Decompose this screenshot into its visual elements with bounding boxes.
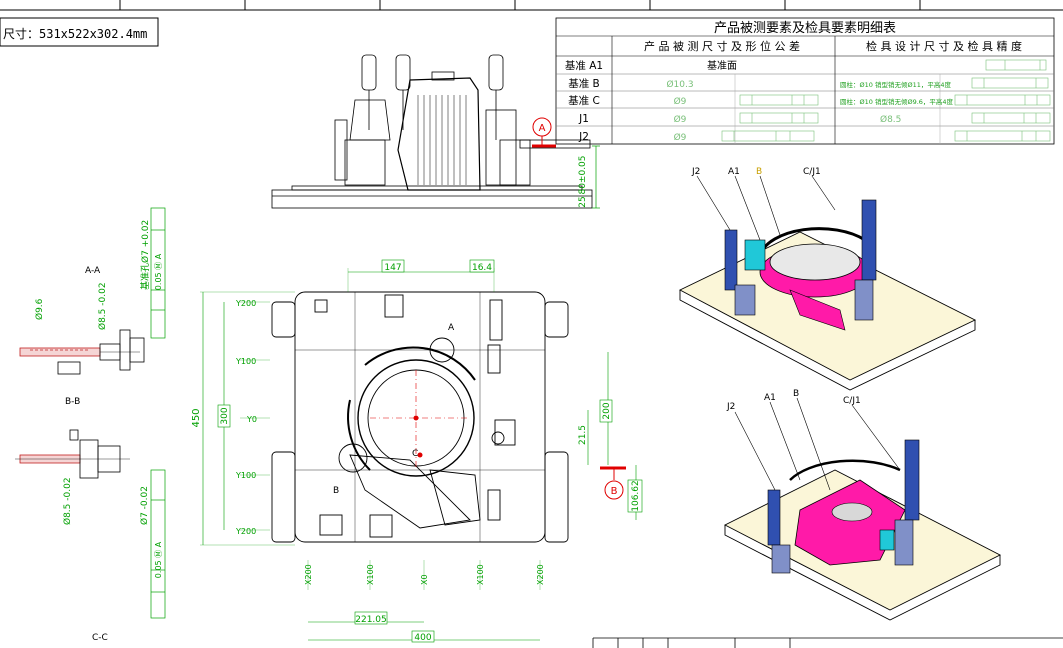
y0: Y0 bbox=[246, 415, 257, 424]
iso1-j2: J2 bbox=[691, 167, 700, 177]
table-title: 产品被测要素及检具要素明细表 bbox=[714, 21, 896, 36]
row-product: 基准面 bbox=[707, 59, 737, 72]
front-elevation-view bbox=[271, 54, 593, 209]
row-label: J2 bbox=[578, 131, 589, 143]
row-product: Ø9 bbox=[674, 132, 687, 143]
row-label: 基准 B bbox=[568, 77, 600, 90]
bb-tol-frame bbox=[150, 469, 166, 619]
dim-16-4: 16.4 bbox=[472, 263, 492, 273]
dim-300: 300 bbox=[220, 407, 230, 424]
iso2-a1: A1 bbox=[764, 393, 776, 403]
row-gauge: 圆柱：Ø10 销型销无倾Ø11，平高4度 bbox=[840, 80, 951, 89]
iso1-cj1: C/J1 bbox=[803, 167, 821, 177]
dim-147: 147 bbox=[384, 263, 401, 273]
plan-point-c bbox=[417, 452, 423, 458]
row-label: J1 bbox=[578, 113, 589, 125]
bb-d85: Ø8.5 -0.02 bbox=[62, 477, 73, 525]
plan-view bbox=[271, 291, 569, 543]
dim-106-box bbox=[627, 479, 643, 513]
mark-b: B bbox=[333, 486, 339, 496]
title-block-edge bbox=[592, 637, 1063, 648]
dim-106-62: 106.62 bbox=[631, 480, 641, 512]
row-gauge: Ø8.5 bbox=[880, 114, 901, 125]
label: B bbox=[611, 486, 618, 497]
aa-dim: 基准孔Ø7 +0.02 bbox=[139, 220, 151, 290]
iso2-j2: J2 bbox=[726, 402, 735, 412]
aa-d96: Ø9.6 bbox=[34, 298, 45, 320]
dim-221-05: 221.05 bbox=[355, 615, 387, 625]
x100-right: X100 bbox=[476, 564, 485, 585]
plan-center-point bbox=[413, 415, 419, 421]
measurement-table: 产品被测要素及检具要素明细表 产 品 被 测 尺 寸 及 形 位 公 差 检 具… bbox=[555, 17, 1055, 145]
overall-size-text: 尺寸：531x522x302.4mm bbox=[3, 27, 147, 41]
label: A bbox=[539, 123, 546, 134]
aa-d85: Ø8.5 -0.02 bbox=[97, 282, 108, 330]
sheet-frame bbox=[0, 0, 1063, 11]
table-col1-header: 产 品 被 测 尺 寸 及 形 位 公 差 bbox=[644, 39, 800, 53]
iso2-b: B bbox=[793, 389, 799, 399]
dim-300-box bbox=[217, 404, 231, 428]
section-bb-view bbox=[15, 429, 130, 479]
section-bb-label: B-B bbox=[65, 397, 80, 407]
front-dims bbox=[592, 145, 600, 209]
iso2-cj1: C/J1 bbox=[843, 396, 861, 406]
mark-a: A bbox=[448, 323, 455, 333]
x200-right: X200 bbox=[536, 564, 545, 585]
iso1-leaders bbox=[696, 175, 836, 241]
dim-16-4-box bbox=[469, 259, 495, 273]
row-gauge: 圆柱：Ø10 销型销无倾Ø9.6，平高4度 bbox=[840, 97, 954, 106]
table-col2-header: 检 具 设 计 尺 寸 及 检 具 精 度 bbox=[866, 39, 1022, 53]
bb-tol: 0.05 Ⓜ A bbox=[154, 541, 163, 578]
row-label: 基准 C bbox=[568, 94, 600, 107]
section-aa-view bbox=[19, 329, 145, 375]
dim-450: 450 bbox=[191, 408, 202, 427]
y100-bottom: Y100 bbox=[235, 471, 256, 480]
dim-200-box bbox=[599, 399, 613, 423]
dim-400: 400 bbox=[414, 633, 431, 643]
dim-221-box bbox=[354, 611, 388, 625]
iso-view-1 bbox=[679, 199, 977, 391]
row-label: 基准 A1 bbox=[565, 59, 603, 72]
dim-200: 200 bbox=[602, 402, 612, 419]
row-product: Ø10.3 bbox=[666, 79, 693, 90]
x200-left: X200 bbox=[304, 564, 313, 585]
y100-top: Y100 bbox=[235, 357, 256, 366]
plan-datum-b: B bbox=[600, 466, 626, 500]
overall-size-box: 尺寸：531x522x302.4mm bbox=[0, 17, 159, 47]
dim-80: 80±0.05 bbox=[578, 155, 588, 194]
aa-tol: 0.05 Ⓜ A bbox=[154, 253, 163, 290]
mark-c: C bbox=[412, 449, 418, 459]
dim-25: 25 bbox=[578, 196, 588, 207]
iso2-leaders bbox=[734, 397, 901, 491]
bb-d7: Ø7 -0.02 bbox=[139, 486, 150, 525]
section-aa-label: A-A bbox=[85, 266, 101, 276]
row-product: Ø9 bbox=[674, 114, 687, 125]
row-product: Ø9 bbox=[674, 96, 687, 107]
tolerance-frames bbox=[721, 59, 1051, 142]
iso1-a1: A1 bbox=[728, 167, 740, 177]
section-cc-label: C-C bbox=[92, 633, 108, 643]
y200-top: Y200 bbox=[235, 299, 256, 308]
dim-400-box bbox=[411, 630, 435, 643]
plan-center-lines bbox=[370, 370, 470, 470]
x100-left: X100 bbox=[366, 564, 375, 585]
iso-view-2 bbox=[724, 439, 1001, 621]
front-datum-a: A bbox=[532, 117, 556, 148]
aa-tol-frame bbox=[150, 207, 166, 339]
iso1-b: B bbox=[756, 167, 762, 177]
x0: X0 bbox=[420, 574, 429, 585]
dim-21-5: 21.5 bbox=[578, 425, 588, 445]
y200-bottom: Y200 bbox=[235, 527, 256, 536]
dim-147-box bbox=[381, 259, 405, 273]
